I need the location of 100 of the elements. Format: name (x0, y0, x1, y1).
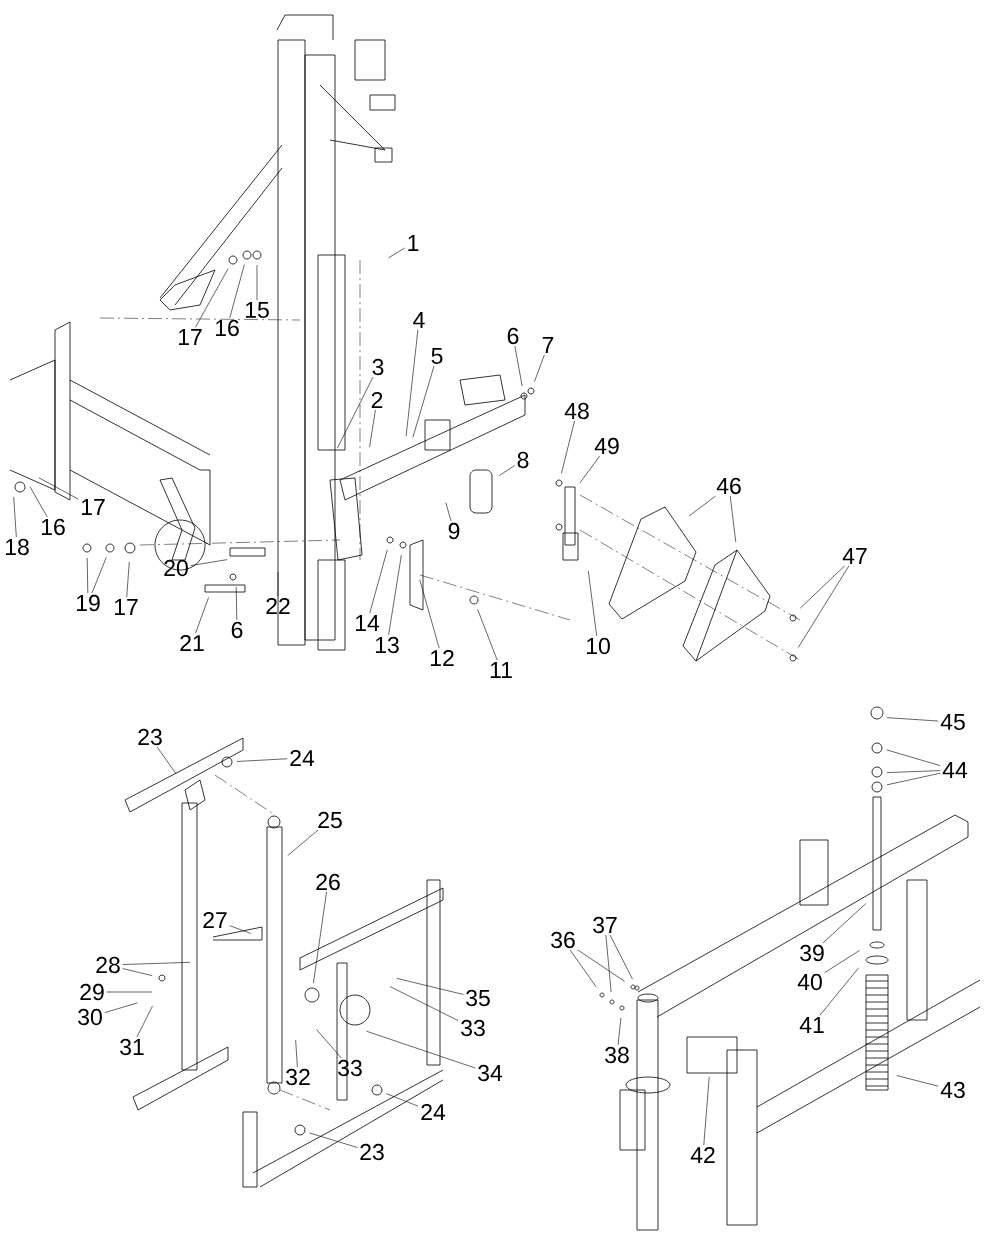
leader-line (797, 565, 850, 648)
leader-line (561, 420, 575, 474)
leader-line (309, 1132, 358, 1148)
callout-number: 33 (338, 1059, 362, 1077)
callout-number: 43 (940, 1081, 965, 1099)
leader-line (609, 934, 633, 980)
leader-line (13, 496, 17, 538)
callout-number: 38 (605, 1046, 629, 1064)
callout-number: 30 (78, 1008, 102, 1026)
leader-line (236, 758, 288, 762)
leader-line (822, 903, 866, 944)
callout-number: 24 (421, 1104, 446, 1121)
callout-number: 2 (371, 392, 383, 409)
callout-number: 6 (231, 621, 243, 639)
callout-number: 24 (290, 750, 315, 767)
callout-number: 20 (164, 559, 188, 577)
callout-number: 17 (81, 499, 105, 515)
leader-line (579, 455, 600, 484)
leader-line (106, 991, 153, 993)
callout-number: 6 (507, 327, 519, 345)
leader-line (405, 329, 419, 437)
leader-line (369, 409, 376, 448)
callout-number: 28 (96, 956, 120, 974)
leader-line (38, 477, 79, 500)
leader-line (617, 1017, 622, 1046)
callout-number: 29 (80, 983, 104, 1001)
callout-number: 3 (372, 358, 384, 376)
callout-number: 26 (316, 873, 340, 891)
leader-line (229, 925, 251, 934)
leader-line (122, 968, 153, 976)
callout-number: 21 (180, 635, 204, 652)
leader-line (477, 609, 498, 661)
leader-line (388, 554, 402, 636)
leader-line (126, 561, 130, 598)
leader-line (190, 559, 228, 566)
leader-line (514, 345, 523, 387)
leader-line (577, 949, 625, 982)
callout-number: 46 (716, 477, 741, 495)
leader-line (396, 978, 464, 995)
callout-number: 15 (245, 302, 269, 319)
callout-number: 27 (203, 912, 227, 929)
callout-number: 12 (430, 650, 454, 667)
callout-number: 18 (5, 538, 29, 556)
leader-line (256, 264, 258, 301)
callout-number: 23 (360, 1143, 384, 1161)
leader-line (819, 967, 859, 1016)
callout-number: 14 (355, 615, 380, 631)
callout-number: 32 (286, 1068, 310, 1086)
leader-line (729, 495, 737, 543)
leader-line (229, 264, 245, 319)
callout-number: 34 (478, 1064, 503, 1082)
callout-number: 16 (41, 518, 65, 536)
callout-number: 8 (517, 451, 529, 469)
leader-line (313, 891, 327, 984)
leader-line (295, 1039, 298, 1068)
callout-number: 35 (466, 989, 490, 1007)
callout-number: 39 (800, 944, 824, 962)
callout-number: 10 (586, 637, 610, 655)
leader-line (499, 465, 515, 476)
leader-line (389, 986, 459, 1021)
callout-number: 17 (114, 599, 138, 615)
leader-line (86, 557, 89, 594)
leader-line (287, 829, 319, 856)
leader-line (29, 486, 48, 518)
leader-line (688, 495, 716, 517)
callout-number: 41 (799, 1017, 824, 1033)
leader-line (886, 770, 941, 773)
callout-number: 31 (120, 1038, 144, 1056)
callout-number: 37 (593, 916, 617, 934)
leader-line (569, 949, 597, 988)
callout-number: 36 (551, 931, 575, 949)
leader-line (799, 565, 845, 609)
leader-line (886, 717, 939, 722)
leader-line (445, 502, 452, 522)
callout-number: 4 (413, 312, 425, 328)
callout-number: 44 (942, 762, 968, 778)
callout-number: 11 (490, 662, 512, 678)
callout-number: 5 (431, 348, 443, 365)
callout-number: 25 (318, 811, 342, 829)
callout-number: 9 (448, 522, 460, 540)
leader-line (316, 1029, 342, 1059)
leader-line (412, 365, 435, 438)
callout-number: 49 (594, 437, 619, 455)
callout-number: 17 (178, 329, 202, 345)
leader-line (195, 268, 229, 328)
callout-number: 48 (564, 402, 589, 420)
callout-number: 33 (461, 1019, 485, 1037)
leader-line (886, 749, 941, 766)
callout-number: 40 (797, 973, 822, 991)
leader-line (104, 1002, 138, 1013)
leader-line (156, 746, 177, 775)
leader-line (122, 962, 191, 965)
leader-line (896, 1075, 939, 1087)
leader-line (886, 772, 941, 786)
callout-number: 22 (266, 598, 290, 615)
leader-line (588, 570, 597, 637)
leader-line (235, 586, 238, 621)
leader-line (703, 1076, 710, 1146)
callout-number: 45 (940, 714, 965, 731)
callout-number: 19 (76, 594, 100, 612)
